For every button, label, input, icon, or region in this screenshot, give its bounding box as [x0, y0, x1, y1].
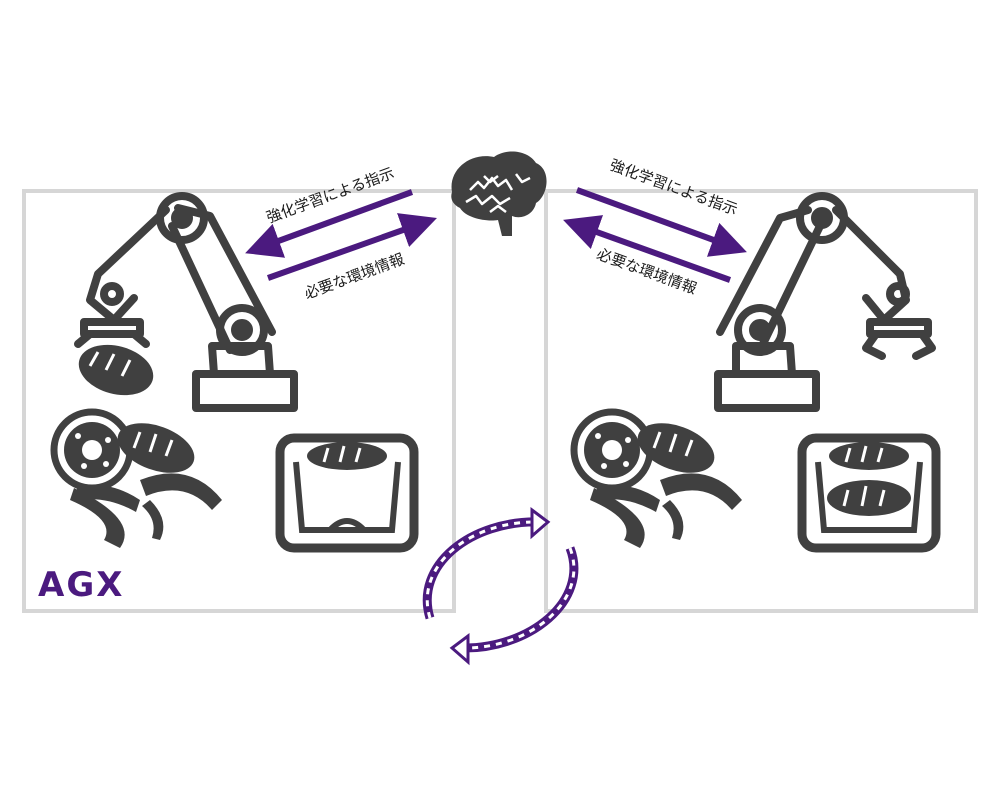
robot-arm-icon-right — [714, 192, 936, 412]
pastries-icon-right — [570, 408, 742, 548]
environment-arrow-left — [266, 213, 437, 281]
bread-icon-held — [78, 344, 154, 396]
environment-arrow-right — [563, 215, 732, 283]
instruction-arrow-left — [245, 189, 414, 258]
tray-with-bread-icon-right — [797, 433, 941, 553]
robot-arm-icon-left — [74, 192, 298, 412]
brain-icon — [451, 151, 547, 236]
right-panel-frame — [544, 189, 978, 613]
tray-icon-left — [275, 433, 419, 553]
agx-logo: AGX — [38, 565, 124, 605]
left-panel-frame — [22, 189, 456, 613]
instruction-label-left: 強化学習による指示 — [264, 164, 397, 227]
pastries-icon-left — [50, 408, 222, 548]
instruction-arrow-right — [575, 187, 747, 257]
sync-cycle-arrows-icon — [422, 507, 579, 666]
